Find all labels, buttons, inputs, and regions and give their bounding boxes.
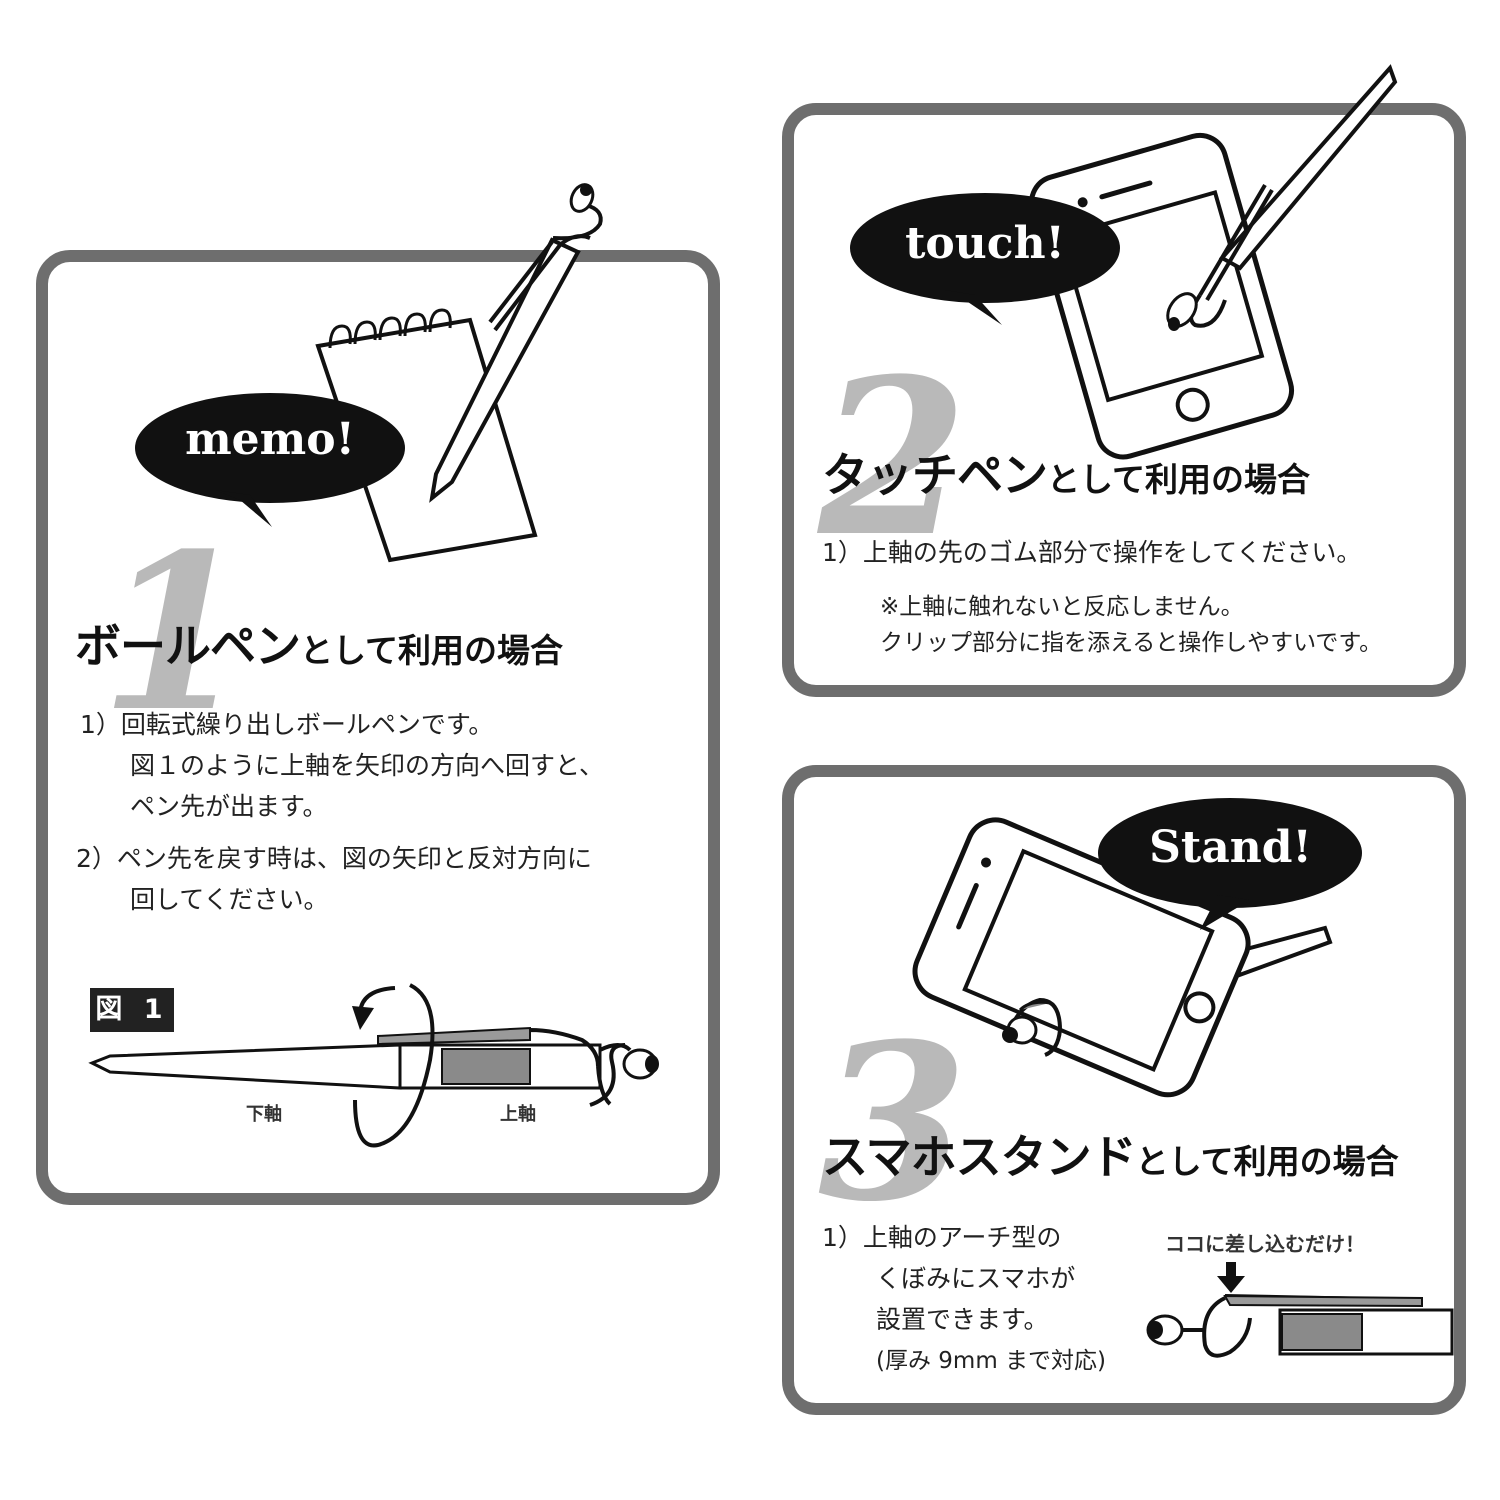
panel3-heading-sub: として利用の場合 bbox=[1135, 1142, 1399, 1181]
step-number-3: 3 bbox=[818, 996, 968, 1249]
panel3-thickness-note: (厚み 9mm まで対応) bbox=[876, 1348, 1107, 1374]
figure-1-label: 図 1 bbox=[90, 988, 174, 1032]
memo-bubble-text: memo! bbox=[185, 414, 355, 465]
panel2-note2: クリップ部分に指を添えると操作しやすいです。 bbox=[880, 630, 1383, 656]
touch-bubble-text: touch! bbox=[905, 218, 1065, 269]
panel2-note1: ※上軸に触れないと反応しません。 bbox=[880, 594, 1244, 620]
panel2-heading-sub: として利用の場合 bbox=[1047, 460, 1311, 499]
panel2-heading-main: タッチペン bbox=[822, 448, 1048, 502]
panel2-heading: タッチペンとして利用の場合 bbox=[822, 452, 1310, 498]
panel3-step1-line3: 設置できます。 bbox=[876, 1305, 1049, 1334]
panel1-step2-line2: 回してください。 bbox=[130, 885, 329, 914]
lower-axis-label: 下軸 bbox=[246, 1104, 282, 1125]
panel1-step2-line1: 2）ペン先を戻す時は、図の矢印と反対方向に bbox=[76, 844, 592, 873]
panel2-step1: 1）上軸の先のゴム部分で操作をしてください。 bbox=[822, 538, 1362, 567]
panel3-step1-line1: 1）上軸のアーチ型の bbox=[822, 1223, 1062, 1252]
panel1-step1-line3: ペン先が出ます。 bbox=[130, 792, 328, 821]
stand-bubble-text: Stand! bbox=[1149, 822, 1312, 873]
panel1-heading-main: ボールペン bbox=[75, 619, 301, 673]
panel3-heading-main: スマホスタンド bbox=[822, 1130, 1137, 1184]
panel1-step1-line2: 図１のように上軸を矢印の方向へ回すと、 bbox=[130, 751, 605, 780]
step-number-1: 1 bbox=[100, 506, 250, 759]
step-number-2: 2 bbox=[818, 331, 968, 584]
insert-here-callout: ココに差し込むだけ！ bbox=[1165, 1232, 1365, 1256]
panel3-heading: スマホスタンドとして利用の場合 bbox=[822, 1134, 1399, 1180]
panel3-step1-line2: くぼみにスマホが bbox=[876, 1264, 1076, 1293]
panel1-heading-sub: として利用の場合 bbox=[300, 631, 564, 670]
upper-axis-label: 上軸 bbox=[500, 1104, 536, 1125]
panel1-step1-line1: 1）回転式繰り出しボールペンです。 bbox=[80, 710, 494, 739]
panel1-heading: ボールペンとして利用の場合 bbox=[75, 623, 563, 669]
